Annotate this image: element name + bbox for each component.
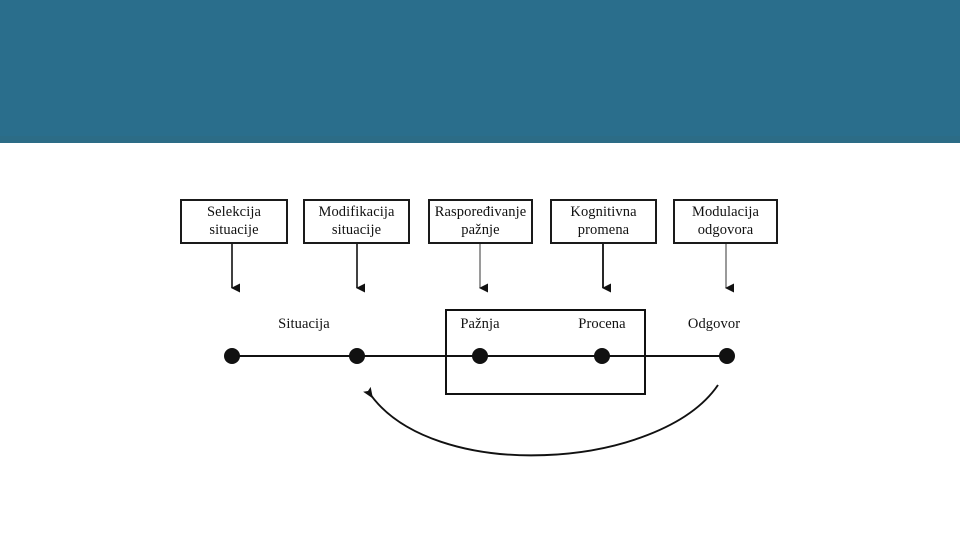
timeline-node-dot-5 xyxy=(719,348,735,364)
timeline-label-odgovor: Odgovor xyxy=(687,316,741,332)
timeline-label-paznja: Pažnja xyxy=(460,316,500,332)
timeline-node-dot-2 xyxy=(349,348,365,364)
timeline-node-dot-3 xyxy=(472,348,488,364)
header-band xyxy=(0,0,960,143)
strategy-box-line2: situacije xyxy=(331,221,382,238)
strategy-box-line1: Raspoređivanje xyxy=(434,204,527,221)
strategy-box-line1: Kognitivna xyxy=(570,204,637,221)
strategy-box-kognitivna-promena[interactable]: Kognitivna promena xyxy=(550,199,657,244)
strategy-box-line2: pažnje xyxy=(461,221,500,238)
feedback-loop-arrow xyxy=(363,384,719,457)
strategy-box-line2: situacije xyxy=(209,221,259,238)
strategy-box-line1: Modulacija xyxy=(691,204,760,221)
timeline-node-dot-4 xyxy=(594,348,610,364)
timeline-node-dot-1 xyxy=(224,348,240,364)
strategy-box-line2: promena xyxy=(577,221,630,238)
strategy-box-raspredjivanje-paznje[interactable]: Raspoređivanje pažnje xyxy=(428,199,533,244)
strategy-box-modifikacija-situacije[interactable]: Modifikacija situacije xyxy=(303,199,410,244)
strategy-box-line2: odgovora xyxy=(697,221,754,238)
header-band-bottom-edge xyxy=(0,136,960,143)
strategy-box-line1: Modifikacija xyxy=(318,204,395,221)
timeline-label-procena: Procena xyxy=(578,316,626,332)
timeline-label-situacija: Situacija xyxy=(278,316,330,332)
strategy-box-line1: Selekcija xyxy=(206,204,262,221)
strategy-box-selekcija-situacije[interactable]: Selekcija situacije xyxy=(180,199,288,244)
strategy-box-modulacija-odgovora[interactable]: Modulacija odgovora xyxy=(673,199,778,244)
